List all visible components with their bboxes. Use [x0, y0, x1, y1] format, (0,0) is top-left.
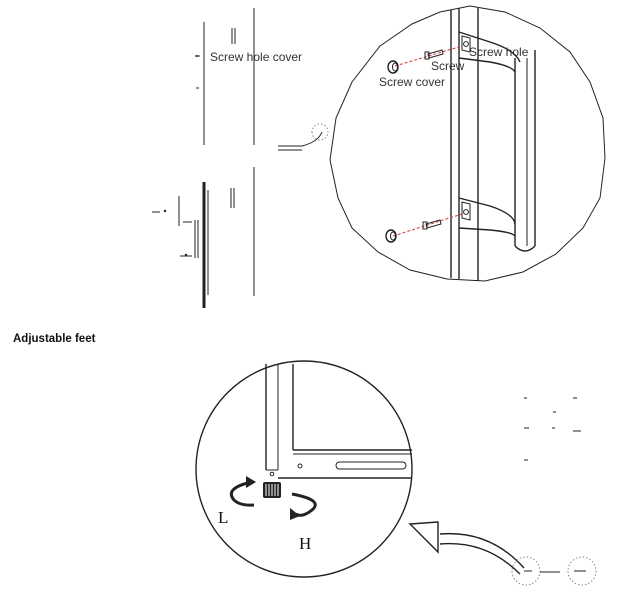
screw-cover-upper: [387, 60, 399, 74]
door-overview-lower: [152, 167, 255, 308]
adjustable-feet-detail: [195, 360, 413, 578]
screw-label: Screw: [431, 59, 465, 73]
screw-upper: [424, 49, 444, 60]
handle-detail-callout: [329, 5, 606, 282]
rotation-letter-l: L: [218, 508, 228, 527]
door-overview-upper: [195, 8, 255, 145]
screw-cover-lower: [385, 229, 397, 243]
screw-lower: [422, 219, 442, 230]
rotation-letter-h: H: [299, 534, 311, 553]
screw-hole-cover-label: Screw hole cover: [210, 50, 302, 64]
screw-cover-label: Screw cover: [379, 75, 445, 89]
screw-hole-label: Screw hole: [469, 45, 529, 59]
adjustable-feet-heading: Adjustable feet: [13, 333, 96, 345]
feet-thumbnail: [511, 397, 597, 586]
handle-thumbnail: [278, 123, 329, 151]
callout-arrow: [408, 521, 525, 575]
